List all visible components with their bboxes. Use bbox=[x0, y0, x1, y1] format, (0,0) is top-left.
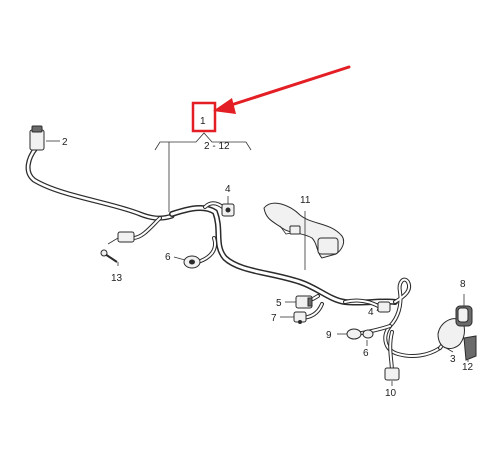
callout-5: 5 bbox=[276, 298, 282, 309]
callout-3: 3 bbox=[450, 354, 456, 365]
callout-8: 8 bbox=[460, 279, 466, 290]
part-sensor-2 bbox=[29, 125, 45, 151]
callout-11: 11 bbox=[300, 195, 311, 206]
part-grommet-6-left bbox=[183, 255, 201, 269]
callout-9: 9 bbox=[326, 330, 332, 341]
part-bracket-4-mid bbox=[377, 301, 391, 313]
part-connector-13 bbox=[107, 231, 135, 245]
part-plug-10 bbox=[384, 367, 400, 381]
leader-lines bbox=[46, 140, 469, 386]
part-bracket-4-top bbox=[221, 203, 235, 217]
callout-4-top: 4 bbox=[225, 184, 231, 195]
part-cap-8 bbox=[455, 305, 473, 327]
callout-10: 10 bbox=[385, 388, 397, 399]
part-grommet-6-right bbox=[362, 329, 374, 339]
part-clip-9 bbox=[346, 328, 362, 340]
highlight-arrow-shaft bbox=[226, 65, 351, 108]
highlight-arrow-head bbox=[213, 98, 236, 114]
callout-7: 7 bbox=[271, 313, 277, 324]
callout-labels: 1 2 - 12 2 4 11 6 13 5 7 4 9 6 10 3 8 12 bbox=[62, 116, 474, 399]
callout-4-mid: 4 bbox=[368, 307, 374, 318]
part-clip-12 bbox=[463, 335, 477, 361]
harness-wires bbox=[25, 145, 462, 374]
callout-12: 12 bbox=[462, 362, 474, 373]
part-plug-5 bbox=[295, 295, 313, 309]
callout-6-right: 6 bbox=[363, 348, 369, 359]
callout-13: 13 bbox=[111, 273, 123, 284]
callout-1: 1 bbox=[200, 116, 206, 127]
part-screw-13 bbox=[100, 249, 118, 263]
part-duct-11 bbox=[263, 202, 345, 259]
callout-1-range: 2 - 12 bbox=[204, 141, 230, 152]
callout-2: 2 bbox=[62, 137, 68, 148]
highlight-box bbox=[191, 101, 217, 133]
range-bracket bbox=[154, 132, 252, 212]
highlight-annotation bbox=[191, 65, 351, 133]
part-plug-7 bbox=[293, 311, 307, 324]
callout-6-left: 6 bbox=[165, 252, 171, 263]
